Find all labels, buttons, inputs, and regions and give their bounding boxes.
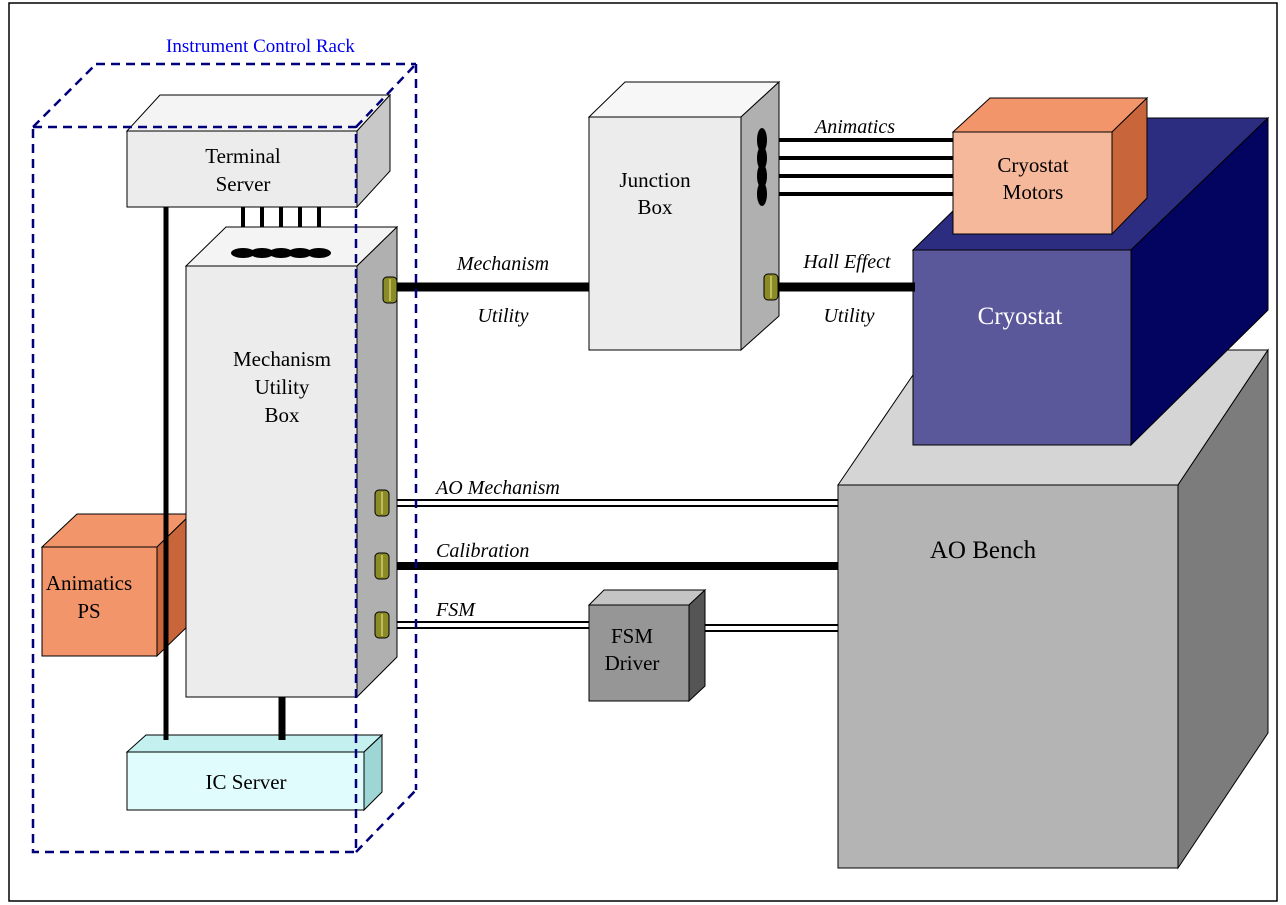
mub-connector-mechanism [382,276,398,304]
mechanism-utility-box: Mechanism Utility Box [184,225,399,699]
rack-label: Instrument Control Rack [166,36,355,57]
junction-box: Junction Box [587,80,781,352]
fsm-label: FSM [435,599,476,621]
junction-box-connectors [757,128,767,206]
cryostat-label: Cryostat [978,303,1063,330]
cryostat-motors: Cryostat Motors [951,96,1149,236]
fsm-driver-line2: Driver [605,651,660,675]
junction-box-line2: Box [637,195,673,219]
ao-mechanism-cable [396,499,838,507]
mub-connector-calibration [374,552,390,580]
cryostat-motors-line2: Motors [1003,180,1064,204]
hall-effect-label-top: Hall Effect [802,251,891,273]
animatics-ps-line1: Animatics [46,571,132,595]
ao-mechanism-label: AO Mechanism [434,477,560,499]
fsm-driver-line1: FSM [611,624,653,648]
mub-side-connectors [374,276,398,639]
instrument-control-rack [31,62,418,854]
animatics-cable-label: Animatics [813,116,895,138]
ic-server-label: IC Server [205,770,286,794]
animatics-ps: Animatics PS [40,512,193,658]
fsm-cable [396,621,838,632]
junction-box-line1: Junction [619,168,691,192]
junction-box-hall-connector [763,273,779,301]
terminal-server-line2: Server [216,172,271,196]
ic-server: IC Server [125,733,384,812]
mub-line1: Mechanism [233,347,331,371]
mub-connector-fsm [374,611,390,639]
ao-bench-label: AO Bench [930,537,1037,564]
animatics-cables [763,138,953,196]
mub-connector-ao-mechanism [374,489,390,517]
terminal-server-line1: Terminal [205,144,281,168]
mechanism-cable-label-bottom: Utility [477,305,528,327]
terminal-server: Terminal Server [125,93,392,209]
mub-top-connectors [231,248,331,258]
cryostat-motors-line1: Cryostat [997,153,1068,177]
hall-effect-label-bottom: Utility [823,305,874,327]
mub-line3: Box [264,403,300,427]
mub-line2: Utility [255,375,310,399]
calibration-label: Calibration [436,540,529,562]
animatics-ps-line2: PS [77,599,100,623]
mechanism-cable-label-top: Mechanism [456,253,549,275]
fsm-driver: FSM Driver [587,588,707,703]
